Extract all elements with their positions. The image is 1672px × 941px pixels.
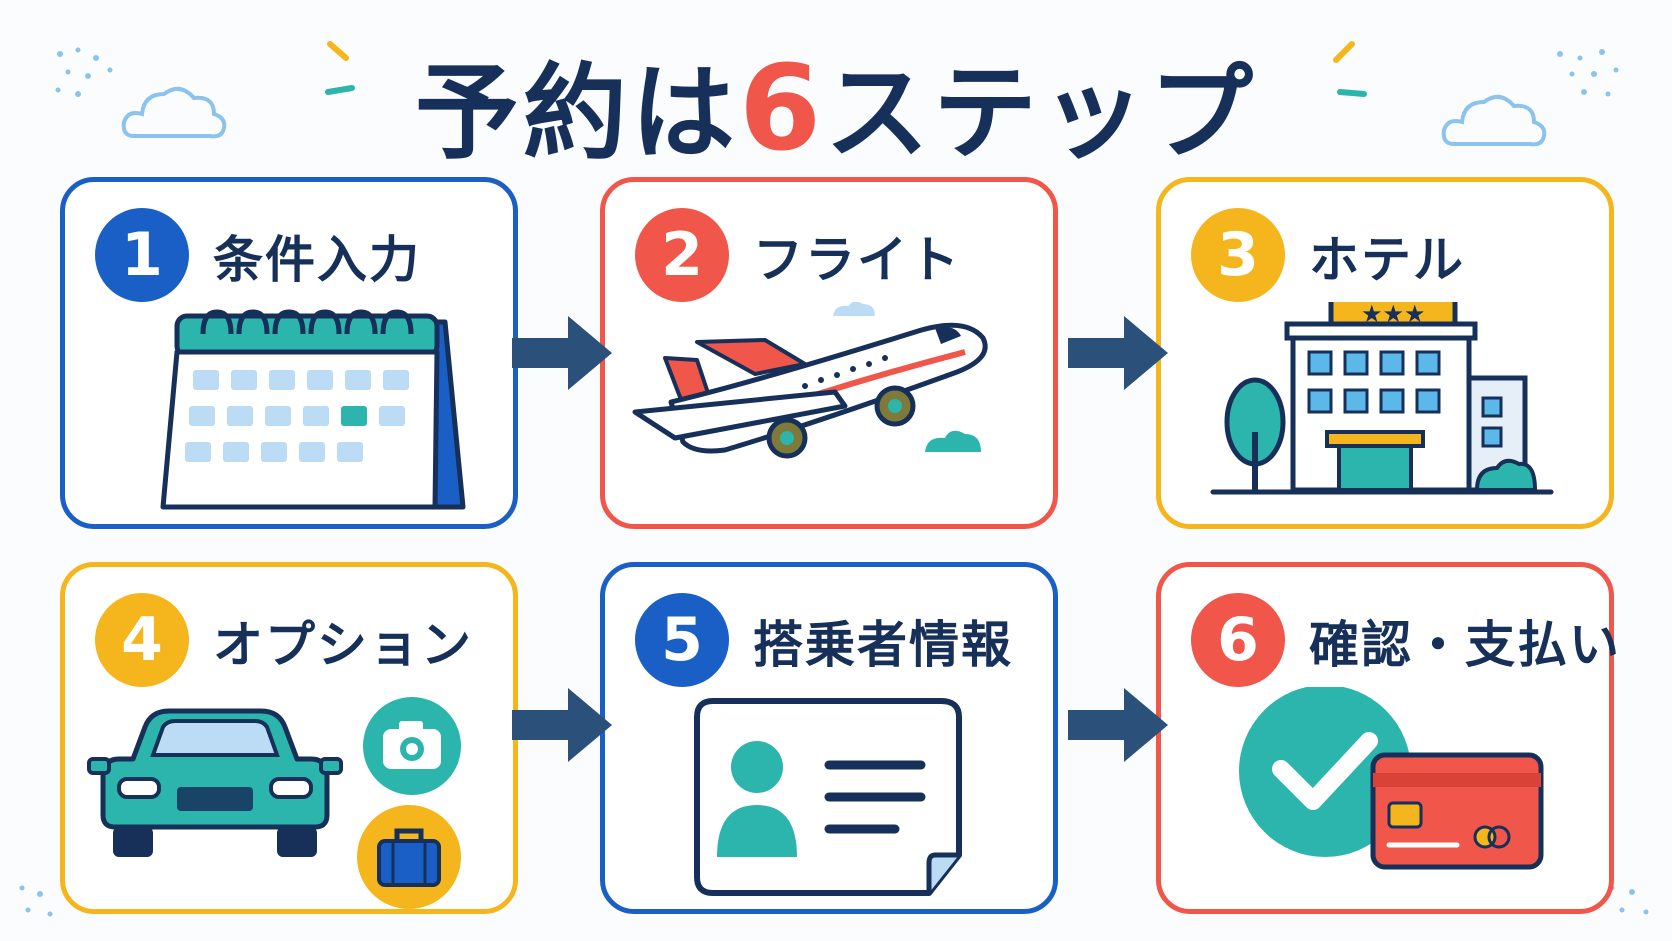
step-label: 確認・支払い	[1309, 616, 1621, 674]
cloud-right-icon	[1441, 94, 1547, 147]
step-number-badge: 1	[95, 208, 189, 302]
camera-icon	[363, 697, 461, 795]
sparkle-right-icon	[1333, 41, 1367, 97]
arrow-right-icon	[1068, 316, 1168, 390]
step-number-badge: 5	[635, 593, 729, 687]
airplane-icon	[632, 302, 988, 459]
arrow-right-icon	[512, 316, 612, 390]
page-title: 予約は6ステップ	[0, 28, 1672, 179]
dots-top-left-icon	[55, 47, 113, 97]
car-icon	[87, 708, 343, 857]
step-number-badge: 3	[1191, 208, 1285, 302]
step-card-6: 6 確認・支払い	[1156, 562, 1619, 914]
step-number-badge: 2	[635, 208, 729, 302]
step-card-3: 3 ホテル ★★★	[1156, 177, 1614, 529]
hotel-icon: ★★★	[1210, 302, 1554, 495]
dots-bottom-left-icon	[19, 885, 53, 917]
step-label: ホテル	[1309, 231, 1465, 289]
step-card-5: 5 搭乗者情報	[600, 562, 1058, 914]
calendar-icon	[160, 309, 466, 510]
step-card-4: 4 オプション	[60, 562, 518, 914]
step-label: 条件入力	[213, 231, 421, 289]
step-number-badge: 4	[95, 593, 189, 687]
arrow-right-icon	[512, 688, 612, 762]
step-label: フライト	[753, 231, 961, 289]
suitcase-icon	[357, 805, 461, 909]
dots-bottom-right-icon	[1609, 885, 1649, 915]
step-number-badge: 6	[1191, 593, 1285, 687]
step-card-1: 1 条件入力	[60, 177, 518, 529]
step-label: オプション	[213, 616, 473, 674]
step-card-2: 2 フライト	[600, 177, 1058, 529]
id-card-icon	[694, 698, 962, 896]
dots-top-right-icon	[1557, 49, 1619, 97]
title-prefix: 予約は	[414, 52, 739, 174]
cloud-left-icon	[121, 86, 227, 139]
title-step-count: 6	[738, 39, 826, 177]
check-card-icon	[1239, 687, 1544, 870]
sparkle-left-icon	[325, 41, 355, 95]
arrow-right-icon	[1068, 688, 1168, 762]
title-suffix: ステップ	[825, 52, 1258, 174]
step-label: 搭乗者情報	[753, 616, 1013, 674]
